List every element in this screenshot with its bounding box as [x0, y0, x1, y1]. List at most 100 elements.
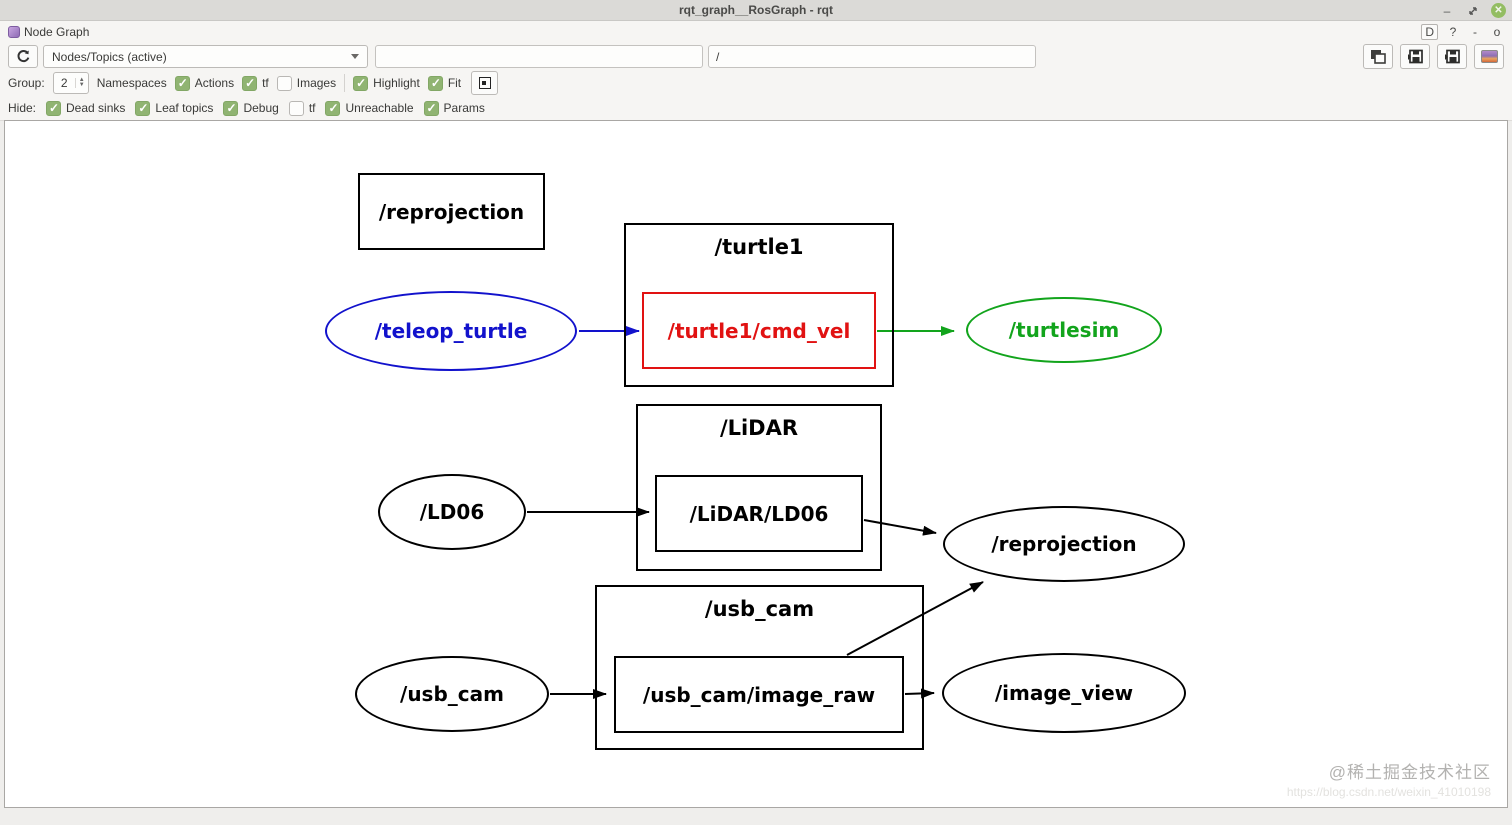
namespaces-label: Namespaces: [96, 76, 167, 90]
group-lidar-label: /LiDAR: [719, 416, 799, 440]
checkbox-unreachable-label: Unreachable: [345, 101, 414, 115]
node-label: /reprojection: [378, 199, 525, 224]
node-turtle1-cmd-vel[interactable]: /turtle1/cmd_vel: [642, 292, 876, 369]
window-controls: – ✕: [1439, 0, 1506, 21]
separator: [344, 74, 346, 92]
topic-filter-input[interactable]: [375, 45, 703, 68]
checkbox-highlight[interactable]: [353, 75, 369, 91]
checkbox-unreachable[interactable]: [325, 100, 341, 116]
node-label: /usb_cam/image_raw: [642, 682, 876, 707]
toolbar-main: Nodes/Topics (active) /: [0, 43, 1512, 70]
refresh-button[interactable]: [8, 45, 38, 68]
toolbar-hide-row: Hide: Dead sinks Leaf topics Debug tf Un…: [0, 96, 1512, 121]
checkbox-fit[interactable]: [427, 75, 443, 91]
checkbox-actions-wrap: Actions: [174, 75, 235, 91]
edge-imageraw-to-imageview: [904, 688, 935, 699]
checkbox-fit-label: Fit: [447, 76, 462, 90]
save-svg-button[interactable]: [1437, 44, 1467, 69]
checkbox-tf-group[interactable]: [242, 75, 258, 91]
node-teleop-turtle[interactable]: /teleop_turtle: [325, 291, 577, 371]
checkbox-images-label: Images: [296, 76, 337, 90]
save-dot-button[interactable]: [1400, 44, 1430, 69]
checkbox-dead-sinks[interactable]: [46, 100, 62, 116]
edge-imageraw-to-reprojection: [846, 581, 984, 656]
checkbox-debug-label: Debug: [243, 101, 279, 115]
watermark: @稀土掘金技术社区 https://blog.csdn.net/weixin_4…: [1287, 758, 1491, 799]
checkbox-dead-sinks-wrap: Dead sinks: [46, 100, 126, 116]
group-usb-cam[interactable]: /usb_cam: [595, 585, 924, 750]
checkbox-actions[interactable]: [174, 75, 190, 91]
checkbox-tf-hide[interactable]: [288, 100, 304, 116]
watermark-url: https://blog.csdn.net/weixin_41010198: [1286, 785, 1491, 799]
node-ld06[interactable]: /LD06: [378, 474, 526, 550]
snapshot-icon: [1371, 50, 1386, 64]
checkbox-leaf-topics-label: Leaf topics: [155, 101, 214, 115]
save-image-button[interactable]: [1474, 44, 1504, 69]
checkbox-tf-hide-label: tf: [308, 101, 316, 115]
edge-lidar-ld06-to-reprojection: [863, 519, 937, 536]
snapshot-button[interactable]: [1363, 44, 1393, 69]
node-usb-cam[interactable]: /usb_cam: [355, 656, 549, 732]
restore-icon[interactable]: [1465, 3, 1481, 19]
node-label: /turtlesim: [1008, 318, 1120, 342]
group-label: Group:: [8, 76, 45, 90]
fit-in-view-button[interactable]: [471, 71, 499, 95]
node-label: /LD06: [419, 500, 485, 524]
window-title: rqt_graph__RosGraph - rqt: [678, 3, 834, 17]
chevron-down-icon: [351, 54, 359, 59]
group-usb-cam-label: /usb_cam: [704, 597, 815, 621]
save-dot-icon: [1408, 49, 1423, 64]
group-level-spinner[interactable]: 2 ▲ ▼: [52, 72, 89, 94]
checkbox-images[interactable]: [276, 75, 292, 91]
checkbox-unreachable-wrap: Unreachable: [325, 100, 414, 116]
image-icon: [1480, 50, 1498, 63]
checkbox-dead-sinks-label: Dead sinks: [66, 101, 126, 115]
group-turtle1[interactable]: /turtle1: [624, 223, 894, 387]
checkbox-params-label: Params: [443, 101, 485, 115]
node-label: /reprojection: [991, 532, 1137, 556]
node-label: /teleop_turtle: [374, 319, 528, 343]
refresh-icon: [17, 50, 29, 63]
checkbox-images-wrap: Images: [276, 75, 337, 91]
graph-type-select[interactable]: Nodes/Topics (active): [43, 45, 368, 68]
panel-buttons: D ? - o: [1421, 24, 1504, 40]
panel-minimize-button[interactable]: -: [1473, 25, 1477, 39]
node-turtlesim[interactable]: /turtlesim: [966, 297, 1162, 363]
panel-float-button[interactable]: o: [1493, 25, 1501, 39]
close-icon[interactable]: ✕: [1491, 3, 1506, 18]
window-titlebar: rqt_graph__RosGraph - rqt – ✕: [0, 0, 1512, 21]
minimize-icon[interactable]: –: [1443, 3, 1451, 18]
dock-button[interactable]: D: [1421, 24, 1438, 40]
spin-down-icon[interactable]: ▼: [78, 82, 85, 88]
fit-in-view-icon: [478, 77, 491, 89]
toolbar-save-group: [1363, 44, 1504, 69]
node-reprojection[interactable]: /reprojection: [943, 506, 1185, 582]
spinner-arrows[interactable]: ▲ ▼: [74, 77, 88, 88]
node-usb-cam-image-raw[interactable]: /usb_cam/image_raw: [614, 656, 904, 733]
checkbox-actions-label: Actions: [194, 76, 235, 90]
help-button[interactable]: ?: [1449, 25, 1457, 39]
watermark-text: @稀土掘金技术社区: [1328, 763, 1491, 782]
checkbox-leaf-topics-wrap: Leaf topics: [135, 100, 214, 116]
group-level-value: 2: [60, 76, 68, 90]
node-graph-icon: [8, 26, 20, 38]
group-turtle1-label: /turtle1: [714, 235, 804, 259]
node-image-view[interactable]: /image_view: [942, 653, 1186, 733]
graph-type-value: Nodes/Topics (active): [52, 49, 167, 64]
checkbox-debug[interactable]: [223, 100, 239, 116]
graph-canvas[interactable]: /reprojection /turtle1 /turtle1/cmd_vel …: [4, 120, 1508, 808]
spin-up-icon[interactable]: ▲: [78, 77, 85, 83]
node-filter-value: /: [716, 49, 720, 64]
checkbox-highlight-label: Highlight: [373, 76, 420, 90]
checkbox-params[interactable]: [423, 100, 439, 116]
toolbar-group-row: Group: 2 ▲ ▼ Namespaces Actions tf Image…: [0, 70, 1512, 96]
node-lidar-ld06[interactable]: /LiDAR/LD06: [655, 475, 863, 552]
checkbox-leaf-topics[interactable]: [135, 100, 151, 116]
checkbox-tf-group-label: tf: [262, 76, 269, 90]
node-reprojection-box[interactable]: /reprojection: [358, 173, 545, 250]
node-label: /turtle1/cmd_vel: [667, 318, 851, 343]
node-filter-input[interactable]: /: [708, 45, 1036, 68]
node-label: /image_view: [994, 681, 1134, 705]
checkbox-tf-group-wrap: tf: [242, 75, 269, 91]
group-lidar[interactable]: /LiDAR: [636, 404, 882, 571]
